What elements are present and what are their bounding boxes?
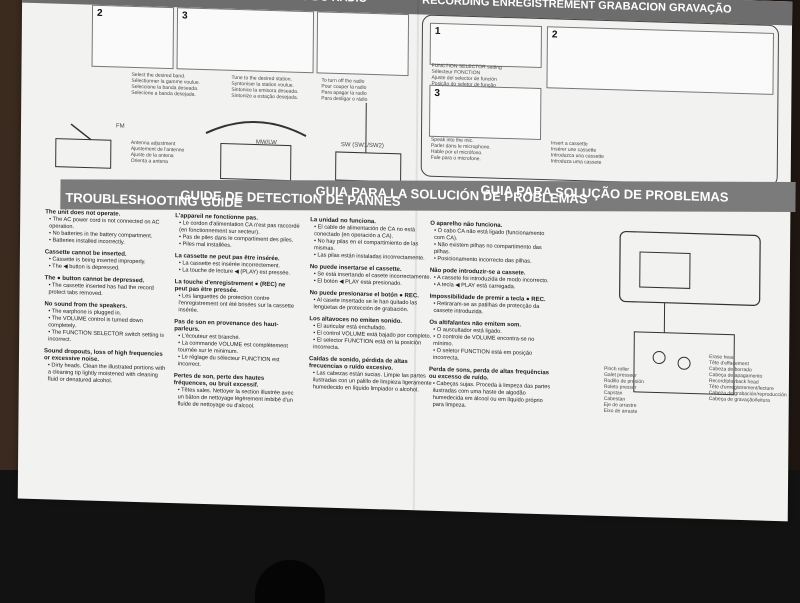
antenna-label-pt: Orienta a antena (130, 157, 168, 165)
trouble-bullet: • Retiraram-se as patilhas de protecção … (433, 300, 540, 316)
trouble-bullet: • Le réglage du sélecteur FUNCTION est i… (177, 354, 280, 368)
radio-step-off (316, 11, 410, 77)
trouble-bullet: • O seletor FUNCTION está em posição inc… (433, 347, 533, 362)
rec-step-1: 1 (429, 22, 542, 69)
step-number: 2 (96, 7, 103, 20)
trouble-bullet: • Têtes sales. Nettoyer la section illus… (177, 387, 294, 410)
step-number: 1 (434, 25, 441, 38)
cassette-deck-diagram (619, 230, 761, 396)
band-mwlw: MW/LW (255, 139, 277, 147)
trouble-bullet: • Dirty heads. Clean the illustrated por… (47, 362, 166, 385)
radio-panel: 2 3 Select the desired band. Sélectionne… (31, 3, 412, 183)
column-portuguese: O aparelho não funciona.• O cabo CA não … (429, 216, 556, 413)
column-spanish: La unidad no funciona.• El cable de alim… (309, 212, 436, 395)
step-number: 3 (434, 87, 440, 100)
column-english: The unit does not operate.• The AC power… (44, 204, 171, 387)
trouble-bullet: • The FUNCTION SELECTOR switch setting i… (48, 329, 165, 344)
trouble-bullet: • Al casete insertado se le han quitado … (313, 297, 418, 314)
caption-insert: Insert a cassette Insérer une cassette I… (550, 140, 604, 166)
radio-step-3: 3 (176, 7, 315, 74)
recording-panel: 1 2 3 FUNCTION SELECTOR setting Sélecteu… (420, 14, 787, 193)
trouble-bullet: • Las cabezas están sucias. Limpie las p… (312, 370, 432, 394)
caption-function: FUNCTION SELECTOR setting Sélecteur FONC… (431, 62, 502, 89)
trouble-bullet: • Cabeças sujas. Proceda à limpeza das p… (432, 380, 551, 409)
step-number: 2 (551, 29, 558, 41)
band-sw: SW (SW1/SW2) (340, 142, 384, 150)
trouble-bullet: • El selector FUNCTION está en la posici… (313, 337, 422, 352)
caption-speak: Speak into the mic. Parler dans le micro… (430, 136, 491, 163)
diagram-label: Eixo de arraste (603, 407, 638, 415)
antenna-illustration (55, 102, 402, 183)
trouble-bullet: • Les languettes de protection contre l'… (178, 293, 295, 314)
instruction-sheet: LA RADIO DE LA RADIO DO RADIO RECORDING … (17, 0, 796, 522)
trouble-bullet: • The cassette inserted has had the reco… (48, 282, 154, 298)
column-french: L'appareil ne fonctionne pas.• Le cordon… (174, 208, 301, 412)
radio-step-2: 2 (91, 4, 175, 70)
step-number: 3 (181, 10, 188, 22)
band-fm: FM (115, 123, 125, 130)
rec-step-2: 2 (546, 26, 774, 95)
rec-step-3: 3 (428, 84, 542, 141)
